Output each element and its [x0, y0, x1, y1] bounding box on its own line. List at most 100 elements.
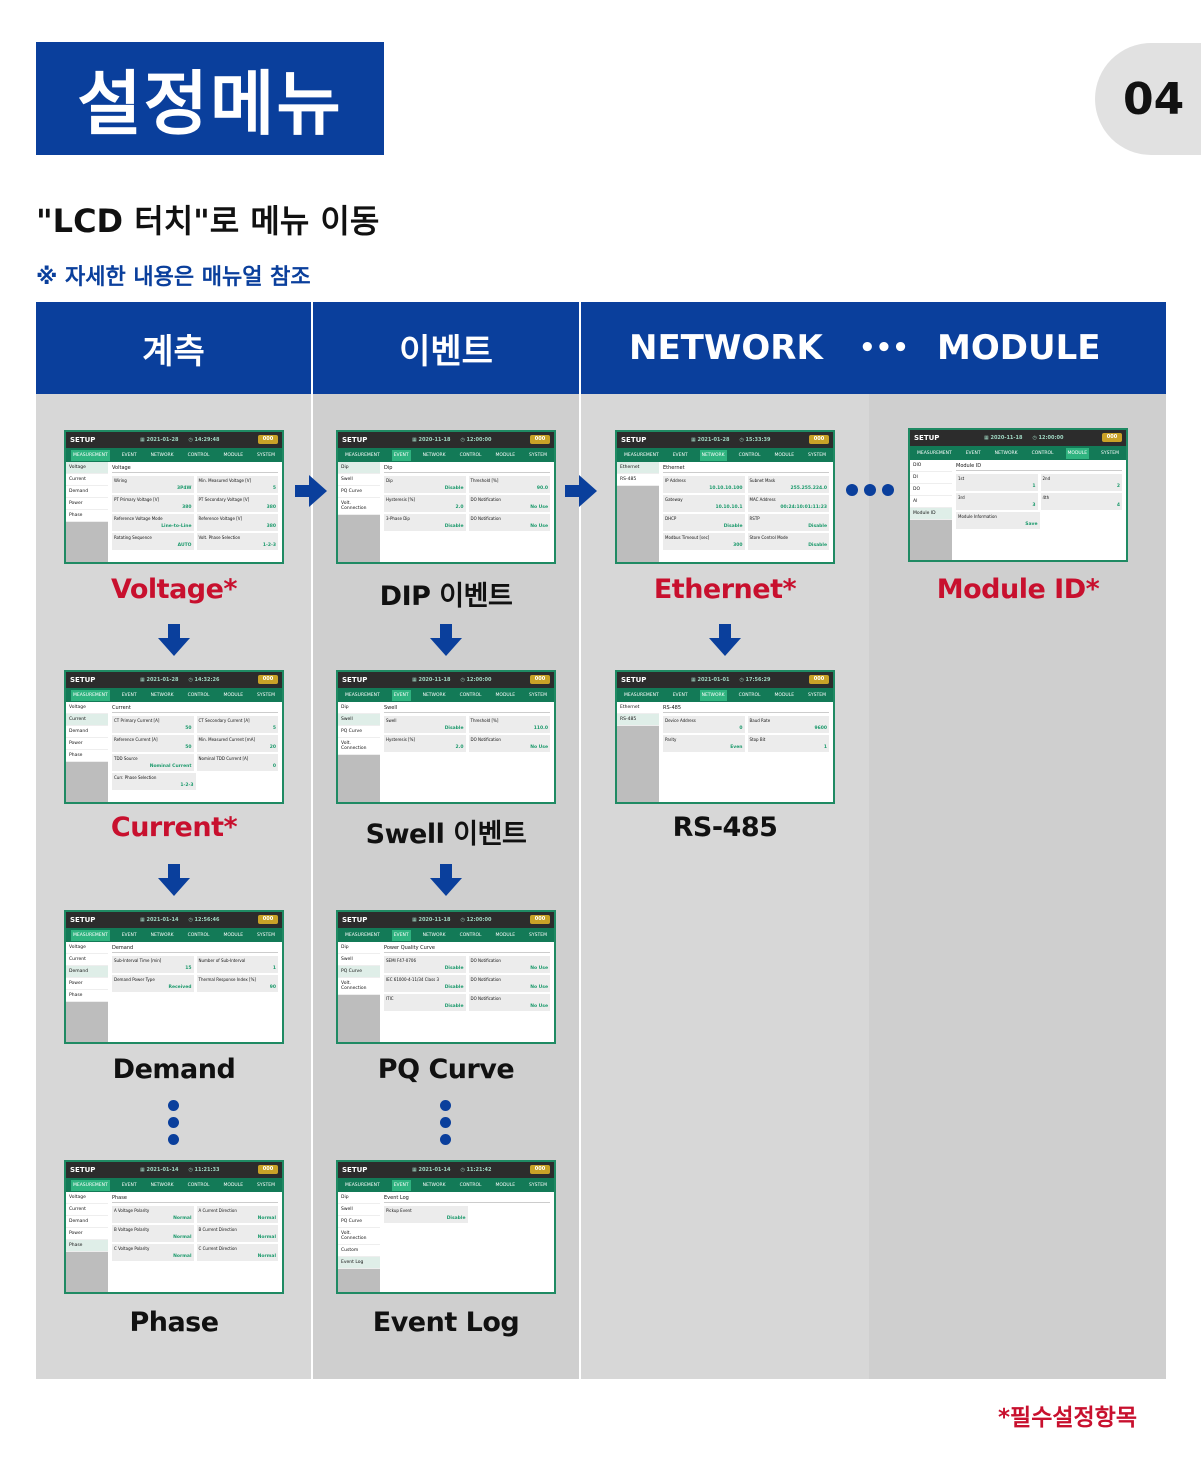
lcd-tab-network[interactable]: NETWORK — [422, 692, 446, 698]
lcd-field[interactable]: CT Secondary Current [A]5 — [196, 716, 278, 733]
lcd-tab-control[interactable]: CONTROL — [187, 932, 210, 938]
lcd-tab-event[interactable]: EVENT — [672, 452, 688, 458]
lcd-tab-system[interactable]: SYSTEM — [257, 452, 275, 458]
lcd-tab-network[interactable]: NETWORK — [699, 449, 727, 461]
lcd-sidebar-item[interactable]: Current — [66, 474, 108, 486]
lcd-field[interactable]: PT Secondary Voltage [V]380 — [196, 495, 278, 512]
lcd-tab-module[interactable]: MODULE — [495, 452, 516, 458]
lcd-tab-network[interactable]: NETWORK — [422, 1182, 446, 1188]
lcd-tab-network[interactable]: NETWORK — [422, 452, 446, 458]
lcd-tab-control[interactable]: CONTROL — [187, 1182, 210, 1188]
lcd-tab-module[interactable]: MODULE — [495, 692, 516, 698]
lcd-tab-event[interactable]: EVENT — [121, 932, 137, 938]
lcd-field[interactable]: PT Primary Voltage [V]380 — [112, 495, 194, 512]
lcd-sidebar-item[interactable]: Power — [66, 498, 108, 510]
lcd-sidebar-item[interactable]: Voltage — [66, 462, 108, 474]
lcd-field[interactable]: Min. Measured Current [mA]20 — [196, 735, 278, 752]
lcd-sidebar-item[interactable]: Current — [66, 954, 108, 966]
lcd-tab-network[interactable]: NETWORK — [994, 450, 1018, 456]
lcd-tab-module[interactable]: MODULE — [223, 932, 244, 938]
lcd-sidebar-item[interactable]: RS-485 — [617, 714, 659, 726]
lcd-sidebar-item[interactable]: DI — [910, 472, 952, 484]
lcd-tab-control[interactable]: CONTROL — [459, 932, 482, 938]
lcd-sidebar-item[interactable]: Phase — [66, 1240, 108, 1252]
lcd-tab-module[interactable]: MODULE — [223, 692, 244, 698]
lcd-sidebar-item[interactable]: Dip — [338, 942, 380, 954]
lcd-sidebar-item[interactable]: Custom — [338, 1245, 380, 1257]
lcd-sidebar-item[interactable]: Phase — [66, 510, 108, 522]
lcd-sidebar-item[interactable]: Module ID — [910, 508, 952, 520]
lcd-tab-network[interactable]: NETWORK — [150, 1182, 174, 1188]
lcd-tab-system[interactable]: SYSTEM — [808, 692, 826, 698]
lcd-sidebar-item[interactable]: Dip — [338, 1192, 380, 1204]
lcd-sidebar-item[interactable]: Swell — [338, 1204, 380, 1216]
lcd-sidebar-item[interactable]: Dip — [338, 702, 380, 714]
lcd-tab-measurement[interactable]: MEASUREMENT — [916, 450, 952, 456]
lcd-tab-event[interactable]: EVENT — [391, 1179, 411, 1191]
lcd-tab-control[interactable]: CONTROL — [459, 1182, 482, 1188]
lcd-tab-measurement[interactable]: MEASUREMENT — [623, 452, 659, 458]
lcd-tab-event[interactable]: EVENT — [391, 929, 411, 941]
lcd-sidebar-item[interactable]: PQ Curve — [338, 726, 380, 738]
lcd-sidebar-item[interactable]: AI — [910, 496, 952, 508]
lcd-tab-module[interactable]: MODULE — [495, 1182, 516, 1188]
lcd-sidebar-item[interactable]: Phase — [66, 990, 108, 1002]
lcd-sidebar-item[interactable]: Demand — [66, 1216, 108, 1228]
lcd-sidebar-item[interactable]: Phase — [66, 750, 108, 762]
lcd-sidebar-item[interactable]: PQ Curve — [338, 486, 380, 498]
lcd-tab-system[interactable]: SYSTEM — [257, 932, 275, 938]
lcd-sidebar-item[interactable]: Power — [66, 1228, 108, 1240]
lcd-sidebar-item[interactable]: Volt. Connection — [338, 738, 380, 755]
lcd-field[interactable]: Reference Current [A]50 — [112, 735, 194, 752]
lcd-sidebar-item[interactable]: Power — [66, 738, 108, 750]
lcd-sidebar-item[interactable]: Power — [66, 978, 108, 990]
lcd-tab-event[interactable]: EVENT — [965, 450, 981, 456]
lcd-tab-measurement[interactable]: MEASUREMENT — [344, 932, 380, 938]
lcd-field[interactable]: Reference Voltage [V]380 — [196, 514, 278, 531]
lcd-tab-measurement[interactable]: MEASUREMENT — [344, 692, 380, 698]
lcd-tab-system[interactable]: SYSTEM — [257, 692, 275, 698]
lcd-sidebar-item[interactable]: PQ Curve — [338, 966, 380, 978]
lcd-tab-control[interactable]: CONTROL — [459, 452, 482, 458]
lcd-tab-measurement[interactable]: MEASUREMENT — [70, 449, 110, 461]
lcd-sidebar-item[interactable]: Demand — [66, 726, 108, 738]
lcd-sidebar-item[interactable]: PQ Curve — [338, 1216, 380, 1228]
lcd-sidebar-item[interactable]: RS-485 — [617, 474, 659, 486]
lcd-sidebar-item[interactable]: Volt. Connection — [338, 978, 380, 995]
lcd-tab-system[interactable]: SYSTEM — [257, 1182, 275, 1188]
lcd-tab-module[interactable]: MODULE — [495, 932, 516, 938]
lcd-tab-system[interactable]: SYSTEM — [1101, 450, 1119, 456]
lcd-tab-control[interactable]: CONTROL — [738, 452, 761, 458]
lcd-sidebar-item[interactable]: Current — [66, 714, 108, 726]
lcd-tab-network[interactable]: NETWORK — [150, 932, 174, 938]
lcd-sidebar-item[interactable]: DO — [910, 484, 952, 496]
